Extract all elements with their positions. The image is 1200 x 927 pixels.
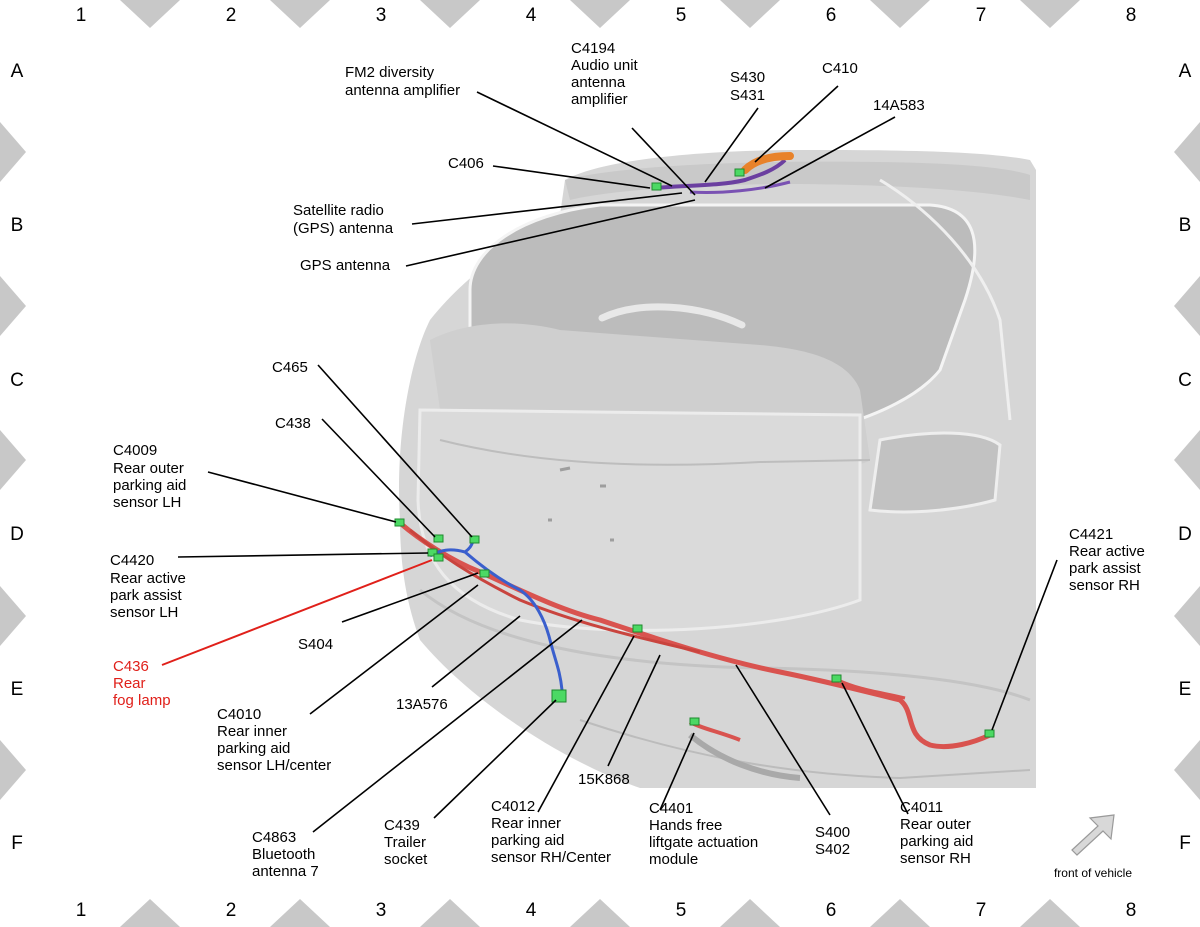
row-label: B — [1179, 215, 1192, 236]
col-label: 7 — [976, 5, 987, 26]
connector-c4012 — [632, 624, 643, 633]
row-labels-left: A B C D E F — [10, 61, 24, 854]
connector-c436 — [433, 553, 444, 562]
col-label: 6 — [826, 900, 837, 921]
col-label: 1 — [76, 5, 87, 26]
row-label: A — [1179, 61, 1192, 82]
col-label: 1 — [76, 900, 87, 921]
col-label: 4 — [526, 900, 537, 921]
connector-c4009 — [394, 518, 405, 527]
row-label: E — [1179, 679, 1192, 700]
callout-satellite: Satellite radio(GPS) antenna — [293, 202, 394, 237]
callout-c438: C438 — [275, 415, 311, 432]
connector-s430 — [734, 168, 745, 177]
col-label: 6 — [826, 5, 837, 26]
callout-s404: S404 — [298, 636, 333, 653]
row-label: A — [11, 61, 24, 82]
column-labels-bottom: 1 2 3 4 5 6 7 8 — [76, 900, 1137, 921]
col-label: 5 — [676, 900, 687, 921]
connector-c4420 — [427, 548, 438, 557]
row-label: C — [1178, 370, 1192, 391]
leader-line-c436 — [161, 559, 433, 666]
col-label: 8 — [1126, 5, 1137, 26]
col-label: 3 — [376, 900, 387, 921]
connector-c4421 — [984, 729, 995, 738]
col-label: 2 — [226, 5, 237, 26]
connector-c439 — [551, 689, 567, 703]
col-label: 3 — [376, 5, 387, 26]
row-label: F — [11, 833, 23, 854]
col-label: 2 — [226, 900, 237, 921]
connector-c4011 — [831, 674, 842, 683]
row-label: B — [11, 215, 24, 236]
front-of-vehicle-label: front of vehicle — [1054, 866, 1132, 880]
col-label: 4 — [526, 5, 537, 26]
row-label: E — [11, 679, 24, 700]
row-label: F — [1179, 833, 1191, 854]
callout-15k868: 15K868 — [578, 771, 630, 788]
callout-c465: C465 — [272, 359, 308, 376]
callout-13a576: 13A576 — [396, 696, 448, 713]
callout-14a583: 14A583 — [873, 97, 925, 114]
column-labels-top: 1 2 3 4 5 6 7 8 — [76, 5, 1137, 26]
row-label: D — [10, 524, 24, 545]
connector-c406 — [651, 182, 662, 191]
callout-c410: C410 — [822, 60, 858, 77]
connector-c4401 — [689, 717, 700, 726]
col-label: 8 — [1126, 900, 1137, 921]
vehicle-rear-illustration — [390, 138, 1037, 788]
col-label: 5 — [676, 5, 687, 26]
callout-c406: C406 — [448, 155, 484, 172]
callout-gps: GPS antenna — [300, 257, 391, 274]
row-labels-right: A B C D E F — [1178, 61, 1192, 854]
leader-lines — [177, 85, 1058, 833]
arrow-up-right-icon — [1071, 814, 1115, 856]
col-label: 7 — [976, 900, 987, 921]
connector-c438 — [433, 534, 444, 543]
connector-c465 — [469, 535, 480, 544]
row-label: D — [1178, 524, 1192, 545]
connector-c4010 — [479, 569, 490, 578]
row-label: C — [10, 370, 24, 391]
